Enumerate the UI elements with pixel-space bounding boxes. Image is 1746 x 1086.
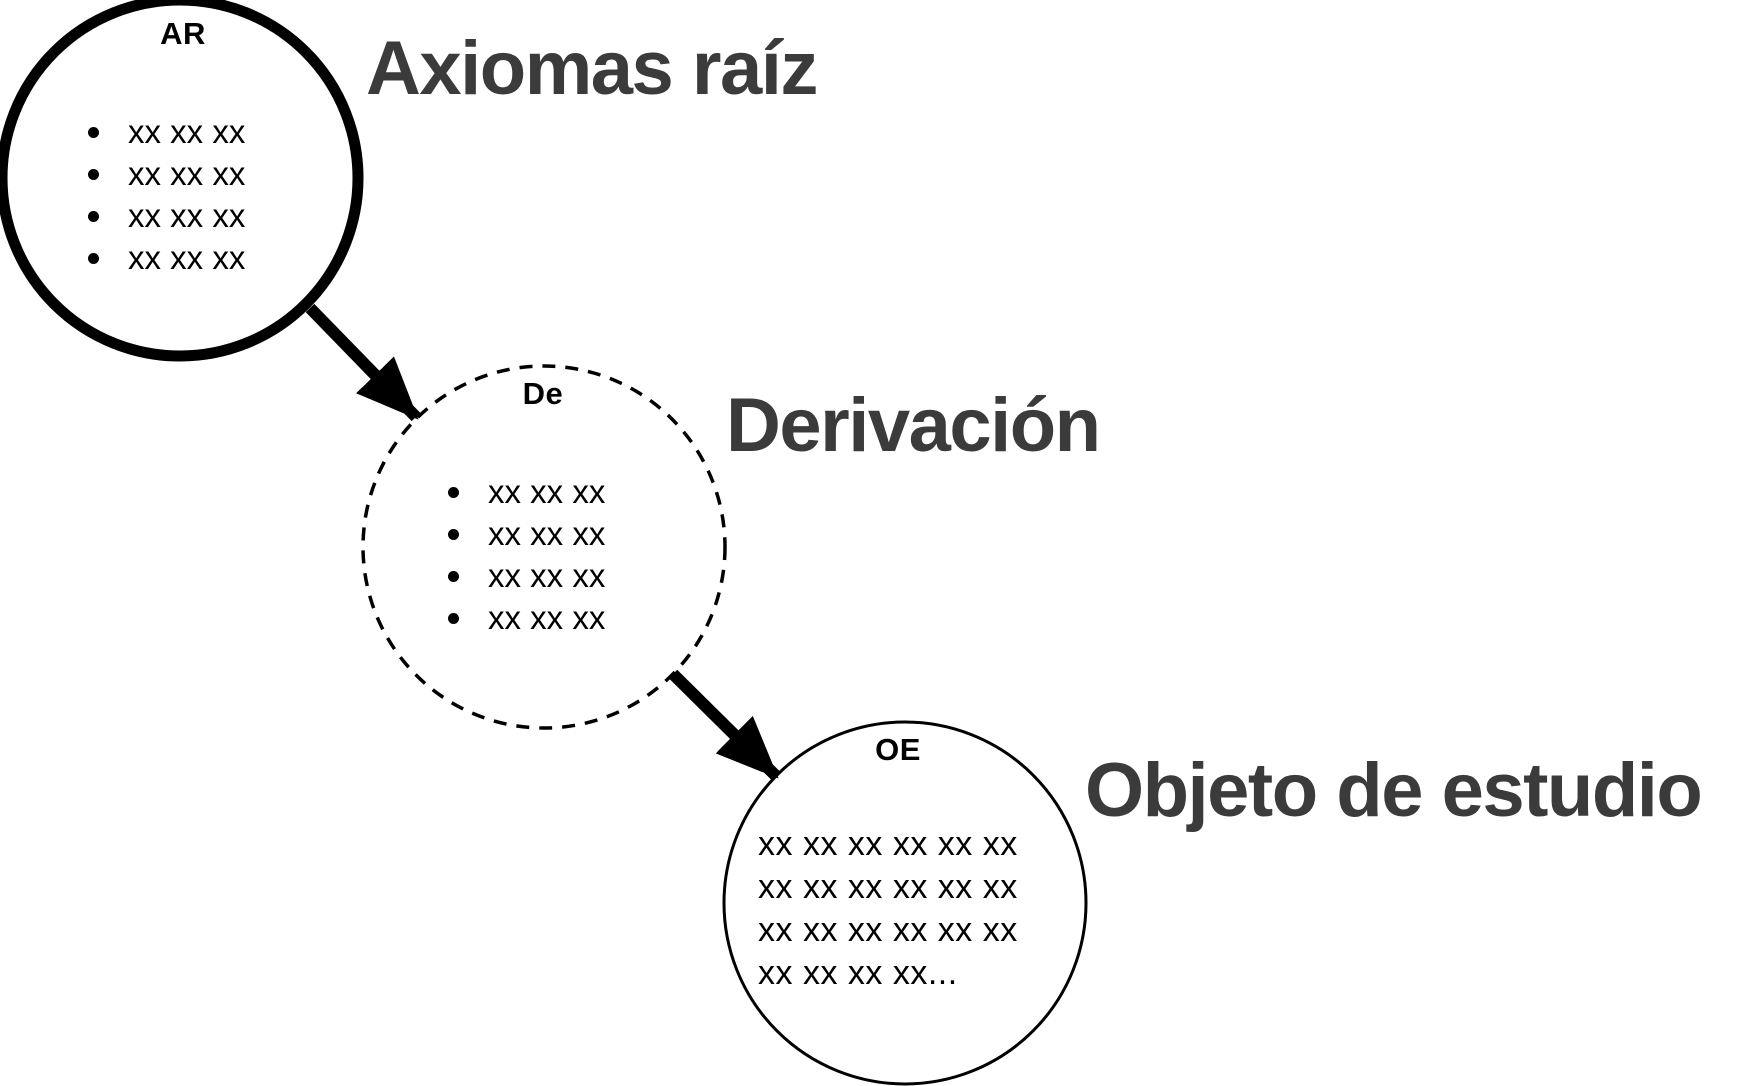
node-label-ar: AR: [160, 16, 206, 51]
circle-axiomas-raiz: [0, 0, 364, 362]
heading-axiomas-raiz: Axiomas raíz: [366, 26, 818, 111]
ar-bullet-list: xx xx xx xx xx xx xx xx xx xx xx xx: [88, 111, 245, 279]
list-item: xx xx xx: [88, 195, 245, 237]
oe-text-line: xx xx xx xx xx xx: [758, 868, 1018, 906]
heading-derivacion: Derivación: [726, 383, 1101, 468]
oe-text-line: xx xx xx xx xx xx: [758, 825, 1018, 863]
arrow-ar-to-de-icon: [305, 303, 421, 422]
bullet-icon: [448, 528, 459, 540]
bullet-icon: [88, 168, 99, 180]
list-item: xx xx xx: [448, 555, 605, 597]
bullet-icon: [448, 570, 459, 582]
list-item-text: xx xx xx: [488, 557, 606, 594]
arrow-de-to-oe-icon: [668, 669, 781, 781]
node-label-oe: OE: [875, 732, 921, 767]
bullet-icon: [448, 612, 459, 624]
list-item: xx xx xx: [448, 471, 605, 513]
list-item-text: xx xx xx: [488, 473, 606, 510]
list-item-text: xx xx xx: [128, 113, 246, 150]
list-item-text: xx xx xx: [488, 599, 606, 636]
list-item-text: xx xx xx: [128, 197, 246, 234]
heading-objeto-de-estudio: Objeto de estudio: [1085, 748, 1703, 833]
list-item: xx xx xx: [448, 513, 605, 555]
bullet-icon: [88, 210, 99, 222]
list-item-text: xx xx xx: [488, 515, 606, 552]
circle-derivacion: [361, 364, 727, 730]
bullet-icon: [88, 252, 99, 264]
list-item-text: xx xx xx: [128, 239, 246, 276]
circle-objeto-de-estudio: [722, 720, 1088, 1086]
oe-text-line: xx xx xx xx xx xx: [758, 911, 1018, 949]
list-item: xx xx xx: [88, 237, 245, 279]
list-item: xx xx xx: [88, 153, 245, 195]
list-item-text: xx xx xx: [128, 155, 246, 192]
oe-text-block: xx xx xx xx xx xx xx xx xx xx xx xx xx x…: [758, 823, 1018, 995]
bullet-icon: [88, 126, 99, 138]
list-item: xx xx xx: [88, 111, 245, 153]
de-bullet-list: xx xx xx xx xx xx xx xx xx xx xx xx: [448, 471, 605, 639]
node-label-de: De: [522, 376, 564, 411]
oe-text-line: xx xx xx xx...: [758, 954, 958, 992]
bullet-icon: [448, 486, 459, 498]
list-item: xx xx xx: [448, 597, 605, 639]
